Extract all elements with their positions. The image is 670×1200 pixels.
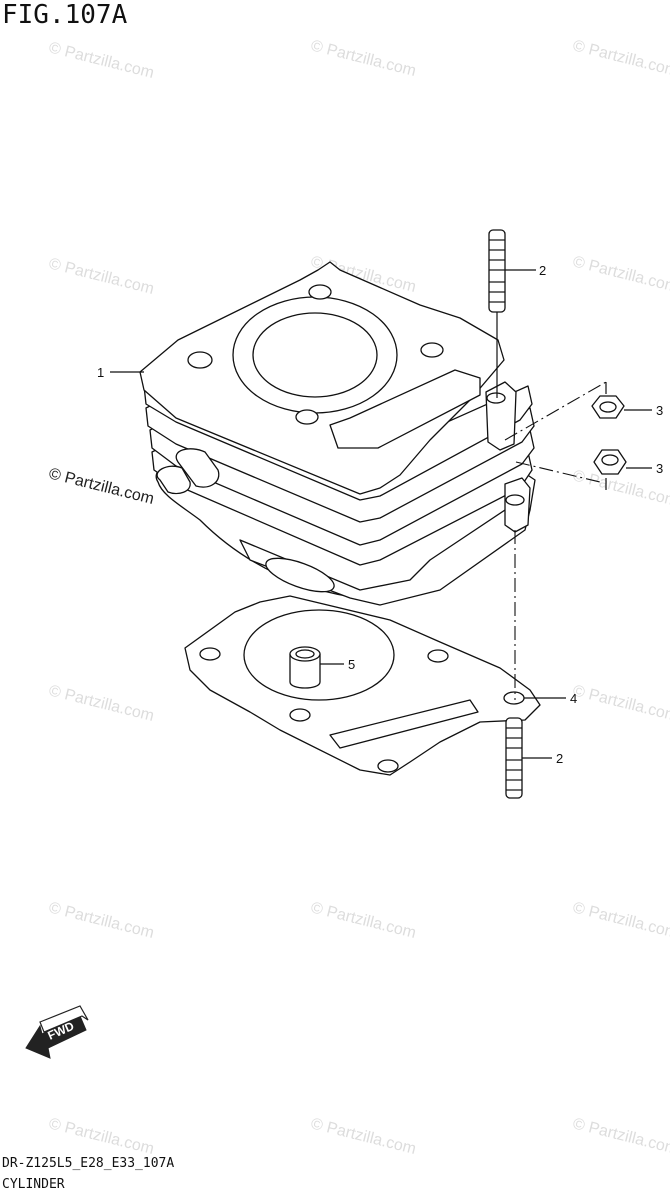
gasket-part	[184, 595, 541, 776]
watermark-text: © Partzilla.com	[47, 682, 156, 725]
callout-4: 4	[570, 691, 577, 706]
cylinder-part	[139, 261, 536, 606]
stud-lower-part	[505, 717, 523, 799]
callout-2-upper: 2	[539, 263, 546, 278]
leader-lines	[110, 269, 652, 759]
watermark-text: © Partzilla.com	[47, 1115, 156, 1158]
figure-title: FIG.107A	[2, 0, 128, 30]
watermark-text: © Partzilla.com	[47, 39, 156, 82]
callout-5: 5	[348, 657, 355, 672]
watermark-text: © Partzilla.com	[309, 899, 418, 942]
figure-model-code: DR-Z125L5_E28_E33_107A	[2, 1156, 175, 1171]
watermark-text-dark: © Partzilla.com	[47, 465, 156, 508]
watermark-text: © Partzilla.com	[571, 253, 670, 296]
callout-2-lower: 2	[556, 751, 563, 766]
watermark-text: © Partzilla.com	[571, 899, 670, 942]
watermark-text: © Partzilla.com	[309, 1115, 418, 1158]
dowel-pin-part	[289, 646, 321, 689]
figure-name: CYLINDER	[2, 1177, 65, 1192]
fwd-arrow-icon: FWD	[25, 1005, 89, 1059]
watermark-text: © Partzilla.com	[47, 899, 156, 942]
watermark-text: © Partzilla.com	[571, 1115, 670, 1158]
watermark-text: © Partzilla.com	[47, 255, 156, 298]
callout-1: 1	[97, 365, 104, 380]
callout-3-upper: 3	[656, 403, 663, 418]
callout-3-lower: 3	[656, 461, 663, 476]
watermark-text: © Partzilla.com	[571, 682, 670, 725]
nut-upper-part	[591, 395, 625, 419]
watermark-text: © Partzilla.com	[309, 37, 418, 80]
nut-lower-part	[593, 449, 627, 475]
watermark-text: © Partzilla.com	[571, 37, 670, 80]
assembly-lines	[496, 312, 607, 700]
stud-upper-part	[488, 229, 506, 313]
